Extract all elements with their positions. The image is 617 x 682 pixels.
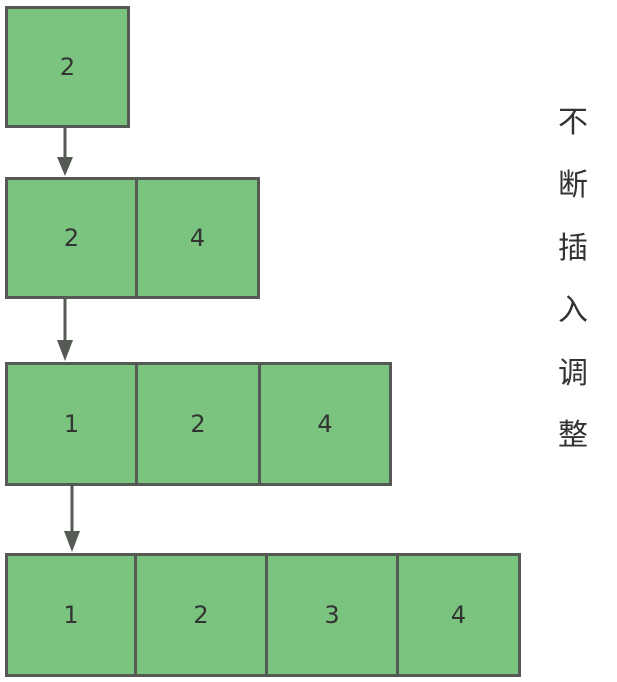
caption-char-5: 调 — [558, 356, 588, 391]
row2-cell1: 2 — [5, 177, 138, 299]
caption-char-6: 整 — [558, 418, 588, 453]
arrow-2-to-3 — [57, 299, 73, 361]
row3-cell3: 4 — [258, 362, 392, 486]
caption-char-2: 断 — [558, 168, 588, 203]
row3-cell1: 1 — [5, 362, 138, 486]
arrow-3-to-4 — [64, 486, 80, 552]
row4-cell1: 1 — [5, 553, 137, 677]
caption-char-3: 插 — [558, 231, 588, 266]
row1-cell1: 2 — [5, 6, 130, 128]
arrow-1-to-2 — [57, 128, 73, 176]
row3-cell2: 2 — [135, 362, 261, 486]
row2-cell2: 4 — [135, 177, 260, 299]
row4-cell3: 3 — [265, 553, 399, 677]
caption-char-4: 入 — [558, 293, 588, 328]
row4-cell2: 2 — [134, 553, 268, 677]
row4-cell4: 4 — [396, 553, 521, 677]
caption-char-1: 不 — [558, 105, 588, 140]
